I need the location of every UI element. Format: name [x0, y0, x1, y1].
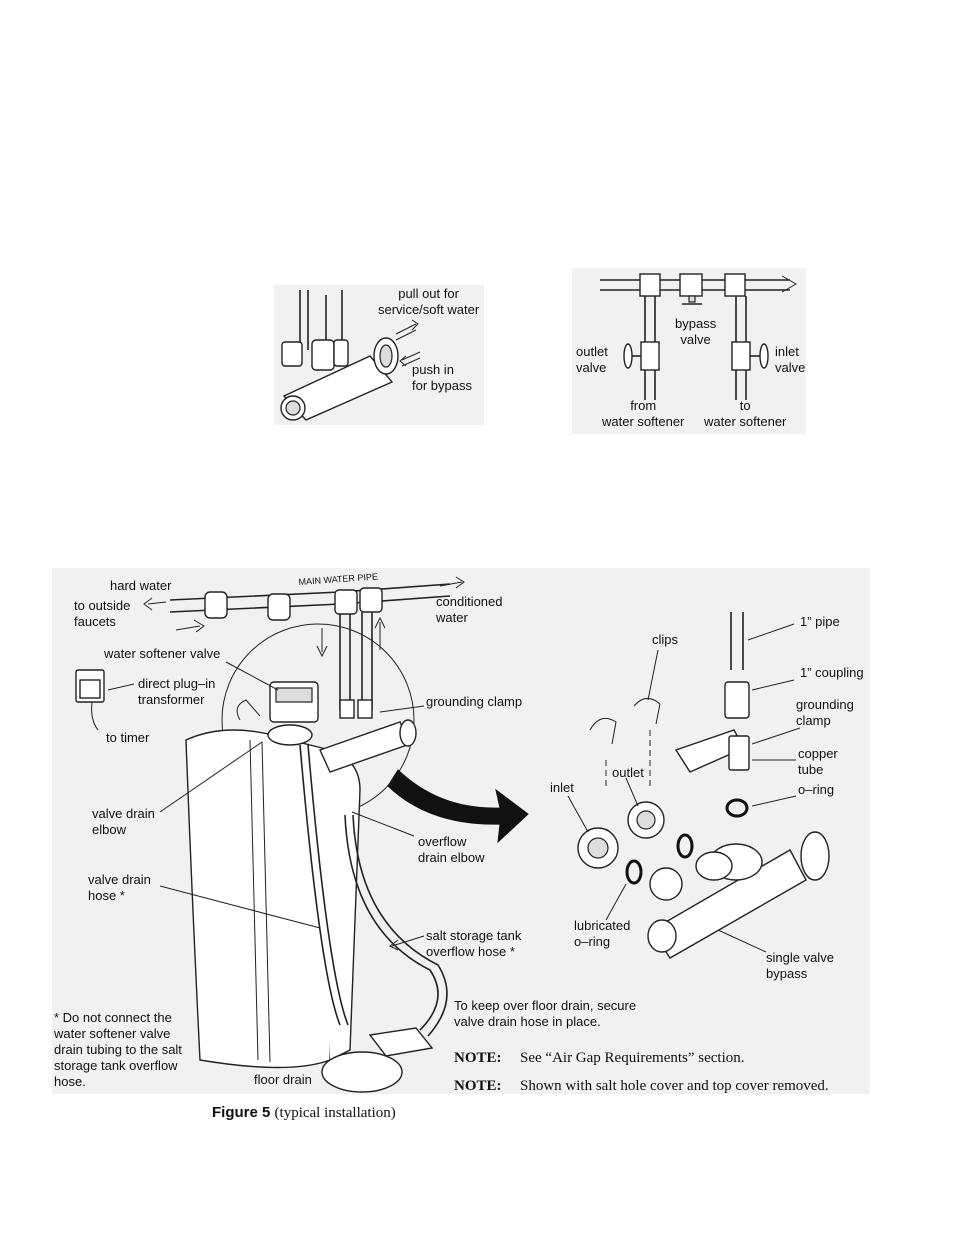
note-1-text: See “Air Gap Requirements” section.: [520, 1050, 745, 1066]
overflow-hose-label: salt storage tank overflow hose *: [426, 928, 522, 959]
to-outside-faucets-label: to outside faucets: [74, 598, 131, 629]
grounding-clamp-label: grounding clamp: [426, 694, 523, 709]
to-timer-label: to timer: [106, 730, 150, 745]
figure-number: Figure 5: [212, 1104, 271, 1121]
inlet-valve-label: inlet valve: [775, 344, 806, 375]
copper-tube-label: copper tube: [798, 746, 838, 777]
main-pipe-drawing: [143, 576, 465, 710]
coupling-label: 1” coupling: [800, 665, 864, 680]
footnote-text: * Do not connect the water softener valv…: [54, 1010, 182, 1089]
from-softener-label: from water softener: [602, 398, 685, 429]
o-ring-label: o–ring: [798, 782, 835, 797]
hard-water-label: hard water: [110, 578, 172, 593]
three-valve-bypass-sketch: [600, 273, 798, 400]
softener-tank: [185, 729, 361, 1069]
inlet-label: inlet: [550, 780, 574, 795]
valve-drain-elbow-label: valve drain elbow: [92, 806, 155, 837]
note-2-label: NOTE:: [454, 1078, 502, 1094]
single-valve-bypass-label: single valve bypass: [766, 950, 834, 981]
bypass-valve-label: bypass valve: [675, 316, 717, 347]
pull-out-label: pull out for service/soft water: [378, 286, 480, 317]
conditioned-water-label: conditioned water: [436, 594, 503, 625]
outlet-valve-label: outlet valve: [576, 344, 608, 375]
push-in-label: push in for bypass: [412, 362, 472, 393]
keep-over-drain-label: To keep over floor drain, secure valve d…: [454, 998, 637, 1029]
valve-head: [267, 681, 417, 773]
main-figure-panel: [52, 568, 870, 1094]
pipe-label: 1” pipe: [800, 614, 840, 629]
outlet-label: outlet: [612, 765, 644, 780]
note-1-label: NOTE:: [454, 1050, 502, 1066]
transformer-drawing: [75, 669, 135, 731]
hoses: [236, 699, 448, 1037]
note-2-text: Shown with salt hole cover and top cover…: [520, 1078, 829, 1094]
exploded-parts: [577, 612, 830, 959]
figure-caption: Figure 5 (typical installation): [212, 1103, 396, 1123]
note-1: NOTE: See “Air Gap Requirements” section.: [454, 1049, 745, 1067]
valve-drain-hose-label: valve drain hose *: [88, 872, 151, 903]
note-2: NOTE: Shown with salt hole cover and top …: [454, 1077, 829, 1095]
lubricated-o-ring-label: lubricated o–ring: [574, 918, 631, 949]
leader-lines: [159, 623, 801, 953]
to-softener-label: to water softener: [704, 398, 787, 429]
detail-arrow: [387, 769, 529, 844]
figure-description: (typical installation): [274, 1105, 396, 1121]
overflow-drain-elbow-label: overflow drain elbow: [418, 834, 485, 865]
floor-drain-label: floor drain: [254, 1072, 312, 1087]
floor-drain-drawing: [321, 1027, 434, 1093]
clips-label: clips: [652, 632, 679, 647]
water-softener-valve-label: water softener valve: [104, 646, 221, 661]
grounding-clamp-part-label: grounding clamp: [796, 697, 854, 728]
bypass-valve-sketch: [280, 290, 421, 421]
transformer-label: direct plug–in transformer: [138, 676, 216, 707]
